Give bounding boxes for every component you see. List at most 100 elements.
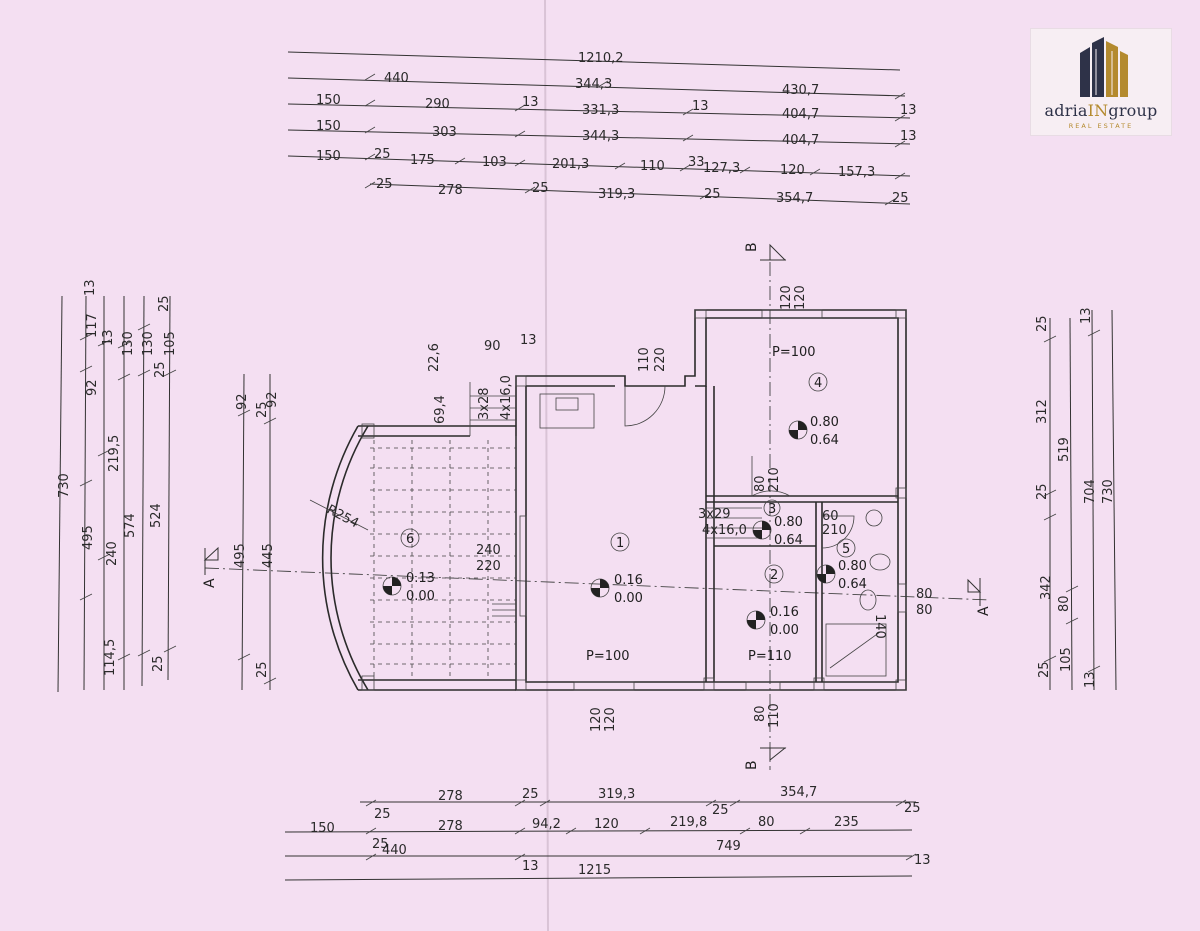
bottom-window-80: 80 [753, 705, 768, 722]
dim-left-c2-4: 13 [101, 329, 116, 346]
dim-top-r5-6: 110 [640, 159, 665, 174]
room-5-level-bottom: 0.64 [838, 577, 867, 592]
door-dim-110: 110 [637, 347, 652, 372]
dim-top-r5-1: 150 [316, 149, 341, 164]
bottom-window-120a: 120 [589, 707, 604, 732]
dim-top-r5-2: 25 [374, 147, 391, 162]
dim-top-r5-7: 33 [688, 155, 705, 170]
room-4-level-bottom: 0.64 [810, 433, 839, 448]
door-210: 210 [822, 523, 847, 538]
stair-dim-69-4: 69,4 [433, 395, 448, 424]
dim-left-c6-2: 105 [163, 331, 178, 356]
dim-top-r4-5: 13 [900, 129, 917, 144]
dim-right-c1-1: 25 [1035, 315, 1050, 332]
top-dimension-chain: 1210,2 440 344,3 430,7 150 290 13 331,3 … [287, 51, 917, 206]
dim-bottom-r1-3: 319,3 [598, 787, 635, 802]
bottom-window-110: 110 [767, 703, 782, 728]
stair-dim-13: 13 [520, 333, 537, 348]
top-window-120a: 120 [779, 285, 794, 310]
dim-left-c5-2: 25 [153, 361, 168, 378]
dim-top-r2-1: 440 [384, 71, 409, 86]
room-3-level-bottom: 0.64 [774, 533, 803, 548]
room-4-number: 4 [814, 376, 822, 391]
dim-top-r5-5: 201,3 [552, 157, 589, 172]
dim-top-r3-2: 290 [425, 97, 450, 112]
opening-80: 80 [753, 475, 768, 492]
stair-mid-4x16: 4x16,0 [702, 523, 747, 538]
dim-top-r5-4: 103 [482, 155, 507, 170]
dim-top-r6-3: 25 [532, 181, 549, 196]
room-5-marker: 5 0.80 0.64 [816, 538, 867, 592]
room-6-level-top: 0.13 [406, 571, 435, 586]
dim-bottom-r1-4: 354,7 [780, 785, 817, 800]
room-3-marker: 3 0.80 0.64 [752, 499, 803, 548]
room-5-level-top: 0.80 [838, 559, 867, 574]
section-b-bottom-label: B [744, 760, 760, 770]
dim-left-c6-1: 25 [157, 295, 172, 312]
dim-left-c2-3: 495 [81, 525, 96, 550]
dim-left-c7-2: 495 [233, 543, 248, 568]
dim-right-c3-3: 13 [1083, 671, 1098, 688]
dim-left-c8-2: 92 [265, 391, 280, 408]
opening-240: 240 [476, 543, 501, 558]
company-logo: adriaINgroup REAL ESTATE [1030, 28, 1172, 136]
dim-left-c3-3: 240 [105, 541, 120, 566]
dim-bottom-r2-4: 120 [594, 817, 619, 832]
section-a-right-label: A [976, 606, 992, 616]
dim-bottom-r2-3: 94,2 [532, 817, 561, 832]
window-80a: 80 [916, 587, 933, 602]
dim-bottom-r2-5: 219,8 [670, 815, 707, 830]
dim-top-r3-5: 13 [692, 99, 709, 114]
room-2-level-bottom: 0.00 [770, 623, 799, 638]
dim-left-c8-3: 445 [261, 543, 276, 568]
dim-top-r6-6: 354,7 [776, 191, 813, 206]
room-4-level-top: 0.80 [810, 415, 839, 430]
company-name: adriaINgroup [1044, 101, 1158, 120]
dim-bottom-r1b-1: 25 [374, 807, 391, 822]
room-6-marker: 6 0.13 0.00 [382, 528, 435, 604]
dim-top-r5-3: 175 [410, 153, 435, 168]
dim-top-r6-4: 319,3 [598, 187, 635, 202]
dim-top-r4-1: 150 [316, 119, 341, 134]
room-6-number: 6 [406, 532, 414, 547]
dim-top-r4-3: 344,3 [582, 129, 619, 144]
stair-dim-4x16: 4x16,0 [499, 375, 514, 420]
room-1-marker: 1 0.16 0.00 [590, 532, 643, 606]
plan-labels: 22,6 69,4 90 13 3x28 4x16,0 110 220 120 … [324, 285, 932, 732]
dim-right-c1-3: 25 [1035, 483, 1050, 500]
dim-right-c4-1: 730 [1101, 479, 1116, 504]
dim-bottom-r1b-2: 25 [712, 803, 729, 818]
dim-right-c2-2: 80 [1057, 595, 1072, 612]
dim-top-r6-2: 278 [438, 183, 463, 198]
dim-top-r6-5: 25 [704, 187, 721, 202]
bottom-window-120b: 120 [603, 707, 618, 732]
dim-left-c3-2: 219,5 [107, 435, 122, 472]
right-dimension-chain: 25 312 25 342 25 519 80 105 13 704 13 73… [1035, 307, 1117, 691]
dim-top-r6-1: 25 [376, 177, 393, 192]
top-window-120b: 120 [793, 285, 808, 310]
wc-140: 140 [872, 614, 887, 639]
room-2-level-top: 0.16 [770, 605, 799, 620]
dim-bottom-r1b-3: 25 [904, 801, 921, 816]
dim-bottom-r1-1: 278 [438, 789, 463, 804]
dim-bottom-r2b-1: 25 [372, 837, 389, 852]
dim-left-c4-1: 130 [121, 331, 136, 356]
section-lines: B B A A [202, 242, 992, 770]
dim-left-c7-1: 92 [235, 393, 250, 410]
dim-right-c3-1: 13 [1079, 307, 1094, 324]
room-5-number: 5 [842, 542, 850, 557]
room-3-level-top: 0.80 [774, 515, 803, 530]
dim-left-c2-2: 92 [85, 379, 100, 396]
room-2-marker: 2 0.16 0.00 [746, 564, 799, 638]
dim-top-r4-2: 303 [432, 125, 457, 140]
stair-mid-3x29: 3x29 [698, 507, 731, 522]
bottom-dimension-chain: 278 25 319,3 354,7 25 25 25 150 278 94,2… [284, 785, 931, 881]
dim-right-c2-3: 105 [1059, 647, 1074, 672]
p-value-room-1: P=100 [586, 649, 630, 664]
room-1-level-top: 0.16 [614, 573, 643, 588]
dim-right-c1-2: 312 [1035, 399, 1050, 424]
dim-bottom-r1-2: 25 [522, 787, 539, 802]
dim-top-r5-9: 120 [780, 163, 805, 178]
dim-top-r6-7: 25 [892, 191, 909, 206]
